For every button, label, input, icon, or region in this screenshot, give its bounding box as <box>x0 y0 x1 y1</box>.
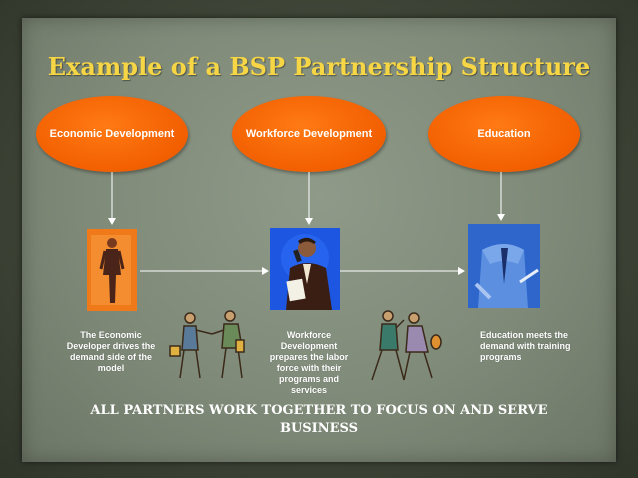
oval-workforce-development: Workforce Development <box>232 96 386 172</box>
businesswoman-image <box>87 229 137 311</box>
caption-economic-developer: The Economic Developer drives the demand… <box>66 330 156 373</box>
slide-title: Example of a BSP Partnership Structure <box>47 52 591 81</box>
footer-statement: ALL PARTNERS WORK TOGETHER TO FOCUS ON A… <box>90 403 548 436</box>
oval-education: Education <box>428 96 580 172</box>
teacher-image <box>468 224 540 308</box>
oval-economic-development: Economic Development <box>36 96 188 172</box>
man-on-phone-image <box>270 228 340 310</box>
caption-workforce-development: Workforce Development prepares the labor… <box>269 330 349 395</box>
caption-education: Education meets the demand with training… <box>480 330 571 362</box>
